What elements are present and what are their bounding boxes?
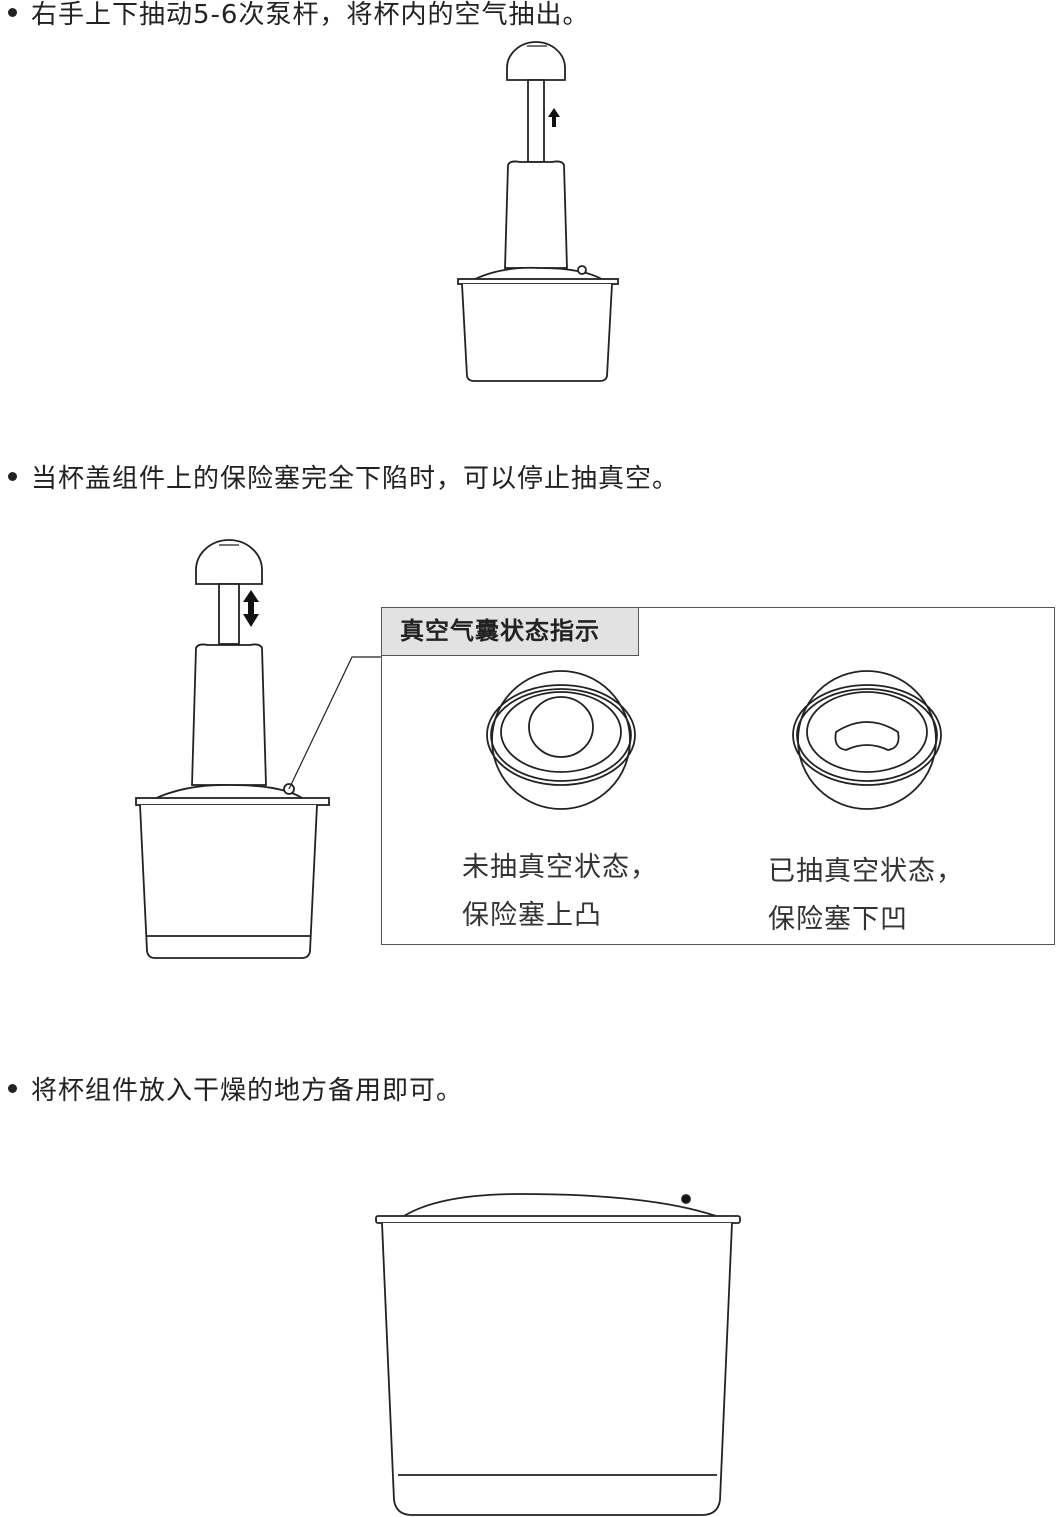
state-vacuumed-line1: 已抽真空状态， [768, 856, 964, 887]
state-unvacuumed-line2: 保险塞上凸 [462, 900, 602, 931]
state-unvacuumed-line1: 未抽真空状态， [462, 852, 658, 883]
step-1: 右手上下抽动5-6次泵杆，将杯内的空气抽出。 [8, 0, 589, 30]
plug-up-icon [486, 670, 636, 810]
bullet-dot [8, 472, 17, 481]
step-2: 当杯盖组件上的保险塞完全下陷时，可以停止抽真空。 [8, 464, 679, 494]
step-2-text: 当杯盖组件上的保险塞完全下陷时，可以停止抽真空。 [31, 464, 680, 494]
plug-down-icon [792, 670, 942, 810]
step-1-text: 右手上下抽动5-6次泵杆，将杯内的空气抽出。 [31, 0, 590, 30]
pump-cup-illustration-1 [457, 41, 619, 382]
bullet-dot [8, 1084, 17, 1093]
cup-with-lid-illustration [375, 1193, 741, 1516]
state-vacuumed-line2: 保险塞下凹 [768, 904, 908, 935]
state-unvacuumed: 未抽真空状态， 保险塞上凸 [462, 844, 658, 940]
step-3-text: 将杯组件放入干燥的地方备用即可。 [31, 1076, 464, 1106]
pump-cup-illustration-2 [135, 539, 381, 959]
state-vacuumed: 已抽真空状态， 保险塞下凹 [768, 848, 964, 944]
indicator-panel-title: 真空气囊状态指示 [381, 607, 639, 656]
indicator-panel [381, 607, 1055, 945]
bullet-dot [8, 8, 17, 17]
step-3: 将杯组件放入干燥的地方备用即可。 [8, 1076, 463, 1106]
